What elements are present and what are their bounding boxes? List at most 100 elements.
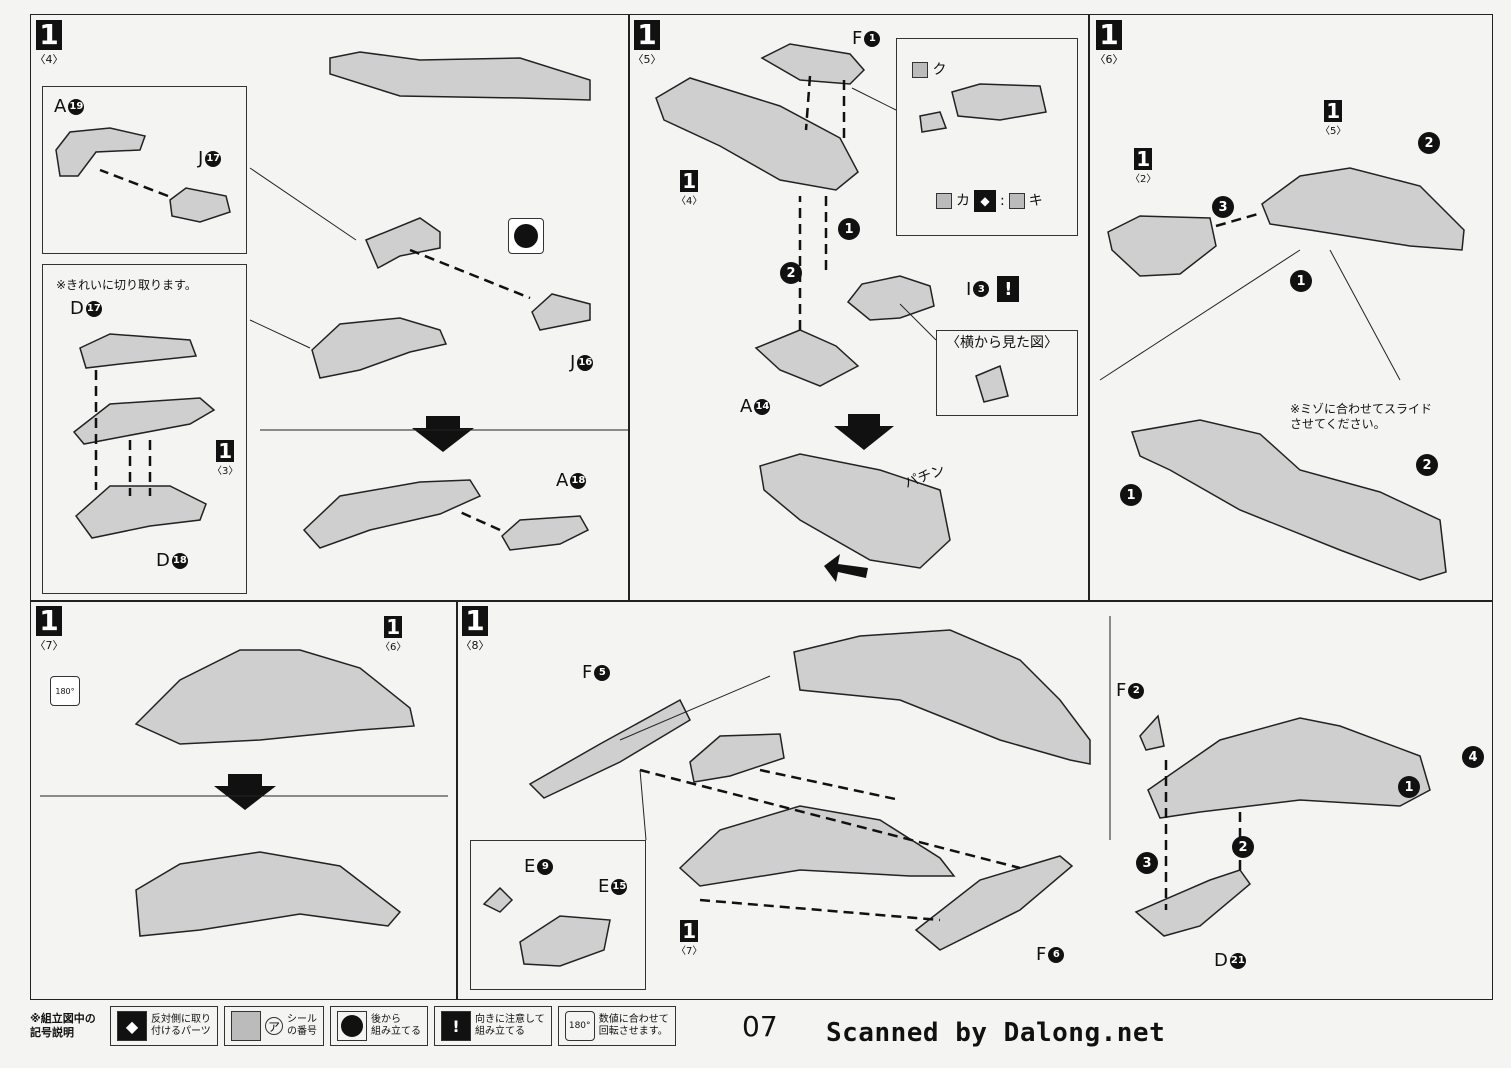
part-e9: [482, 886, 514, 913]
step-badge-7: 1 〈7〉: [34, 604, 64, 652]
part-step5-body: [655, 77, 859, 191]
step6-arrow-2: 2: [1418, 132, 1440, 154]
part-upper-frame: [365, 217, 441, 270]
sticker-piece: [919, 111, 948, 133]
rear-view-icon: [508, 218, 544, 254]
part-a14: [754, 329, 860, 387]
slide-groove-note: ※ミゾに合わせてスライド させてください。: [1290, 402, 1433, 431]
sticker-icon: [1008, 193, 1025, 209]
step-ref-4: 1 〈4〉: [676, 169, 703, 207]
step8-arrow-4: 4: [1462, 746, 1484, 768]
page-number: 07: [742, 1010, 778, 1043]
step-ref-3: 1 〈3〉: [212, 439, 239, 477]
part-step5-assembly: [759, 453, 951, 569]
rotate-icon: 180°: [50, 676, 80, 706]
caution-icon: !: [441, 1011, 471, 1041]
step-ref-5: 1 〈5〉: [1320, 99, 1347, 137]
sticker-icon: [936, 193, 952, 209]
step-1-8-panel: [456, 600, 1493, 1000]
opposite-side-icon: ◆: [974, 190, 996, 212]
detail-frame-d17-d18: [42, 264, 247, 594]
legend-item-sticker: ア シール の番号: [224, 1006, 324, 1046]
part-i3: [846, 275, 935, 321]
detail-frame-e9-e15: [470, 840, 646, 990]
step-ref-7: 1 〈7〉: [676, 919, 703, 957]
part-step8-assembly: [1147, 717, 1431, 819]
sticker-detail-frame: [896, 38, 1078, 236]
side-view-part: [975, 364, 1009, 403]
reference-assembly-part: [329, 51, 591, 101]
step6-lower-arrow-2: 2: [1416, 454, 1438, 476]
cut-cleanly-note: ※きれいに切り取ります。: [56, 278, 197, 292]
step-badge-4: 1 〈4〉: [34, 18, 64, 66]
step-1-5-panel: [628, 14, 1090, 602]
part-f1: [760, 43, 866, 85]
part-front-block: [689, 733, 785, 783]
part-middle-body: [72, 397, 216, 445]
step-ref-2: 1 〈2〉: [1130, 147, 1157, 185]
step8-arrow-1: 1: [1398, 776, 1420, 798]
step-badge-6: 1 〈6〉: [1094, 18, 1124, 66]
part-d18: [74, 485, 207, 539]
step-1-6-panel: [1088, 14, 1493, 602]
step-badge-8: 1 〈8〉: [460, 604, 490, 652]
part-f2: [1139, 714, 1165, 751]
step6-arrow-3: 3: [1212, 196, 1234, 218]
part-j17: [169, 187, 231, 223]
down-arrow: [412, 416, 474, 452]
rear-view-icon: [337, 1011, 367, 1041]
part-f6: [914, 855, 1074, 951]
part-step6-assembly: [1131, 419, 1447, 581]
part-d17: [79, 333, 198, 369]
caution-icon: !: [997, 276, 1020, 302]
step-arrow-number-1: 1: [838, 218, 860, 240]
legend-title: ※組立図中の 記号説明: [30, 1012, 96, 1039]
part-step7-body: [134, 649, 415, 745]
part-j16: [531, 293, 591, 331]
part-f5: [528, 698, 691, 799]
down-arrow: [214, 774, 276, 810]
side-view-frame: [936, 330, 1078, 416]
step6-lower-arrow-1: 1: [1120, 484, 1142, 506]
part-step6-body: [1261, 167, 1465, 251]
step-1-4-panel: [30, 14, 630, 602]
legend-item-rotate: 180° 数値に合わせて 回転させます。: [557, 1006, 676, 1046]
symbol-legend: ※組立図中の 記号説明 ◆ 反対側に取り 付けるパーツ ア シール の番号 後か…: [30, 1004, 676, 1048]
part-a19: [55, 127, 146, 177]
detail-frame-a19-j17: [42, 86, 247, 254]
rotate-icon: 180°: [564, 1011, 595, 1041]
sticker-icon: [912, 62, 928, 78]
legend-item-rear-view: 後から 組み立てる: [330, 1006, 428, 1046]
step-badge-5: 1 〈5〉: [632, 18, 662, 66]
step-ref-6: 1 〈6〉: [380, 615, 407, 653]
sticker-canopy: [951, 83, 1047, 121]
part-step4-assembly: [302, 479, 482, 549]
opposite-side-icon: ◆: [117, 1011, 147, 1041]
part-d21: [1134, 869, 1252, 937]
part-a18: [501, 515, 590, 551]
step8-arrow-3: 3: [1136, 852, 1158, 874]
step6-arrow-1: 1: [1290, 270, 1312, 292]
scan-credit: Scanned by Dalong.net: [826, 1018, 1166, 1048]
down-arrow: [834, 414, 894, 450]
step-1-7-panel: [30, 600, 458, 1000]
part-e15: [519, 915, 611, 967]
part-step7-assembly: [135, 851, 402, 937]
push-arrow: [824, 554, 868, 582]
sticker-label-ku: ク: [912, 62, 946, 78]
